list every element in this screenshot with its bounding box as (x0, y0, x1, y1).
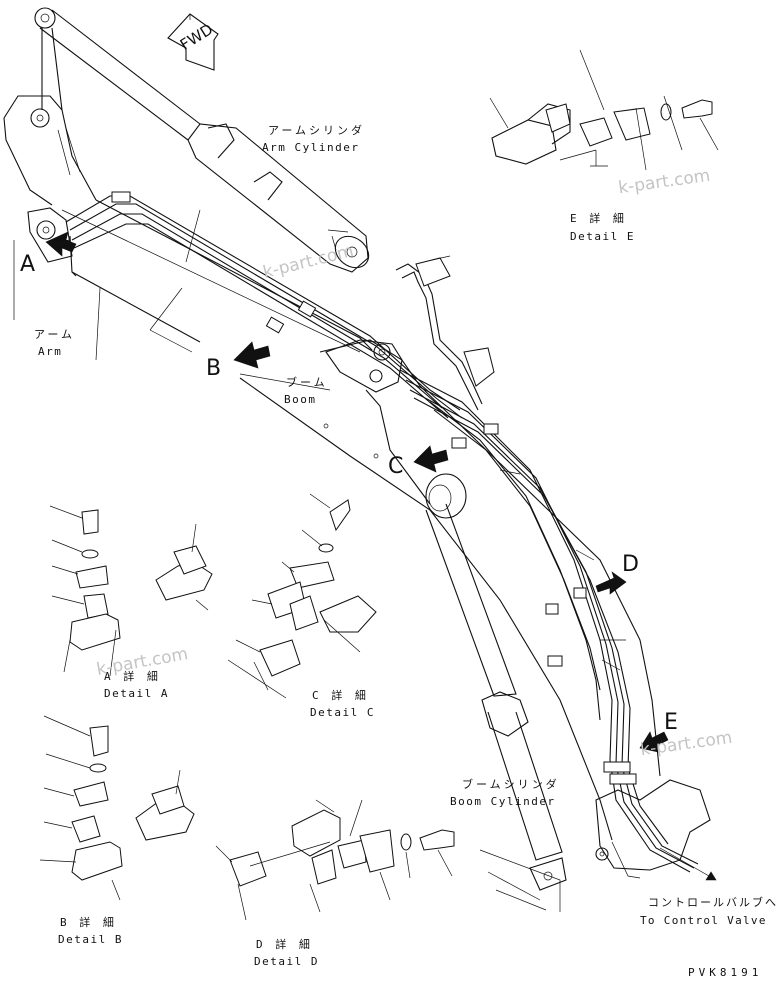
detail-a-drawing (49, 505, 213, 677)
detail-b-drawing (39, 715, 195, 901)
view-arrow-b-icon (233, 341, 271, 369)
detail-a-title-jp: A 詳 細 (104, 670, 161, 683)
detail-d-drawing (215, 799, 455, 921)
arrow-label-a: A (20, 252, 36, 277)
view-arrow-a-icon (45, 231, 77, 257)
fwd-arrow-icon (167, 13, 219, 71)
detail-e-drawing (489, 49, 719, 171)
detail-b-title-en: Detail B (58, 933, 123, 946)
view-arrow-d-icon (595, 571, 627, 595)
boom-hose-lines (395, 255, 699, 873)
control-valve-arrow (659, 847, 717, 881)
boom-label-en: Boom (284, 393, 317, 406)
control-valve-label-en: To Control Valve (640, 914, 767, 927)
detail-a-title-en: Detail A (104, 687, 169, 700)
detail-c-drawing (227, 493, 377, 699)
boom-label-jp: ブーム (286, 376, 328, 389)
detail-d-title-jp: D 詳 細 (256, 938, 313, 951)
detail-e-title-jp: E 詳 細 (570, 212, 627, 225)
arrow-label-b: B (206, 356, 222, 381)
arrow-label-d: D (622, 552, 639, 577)
arm-label-en: Arm (38, 345, 63, 358)
detail-b-title-jp: B 詳 細 (60, 916, 117, 929)
boom-cylinder-label-jp: ブームシリンダ (462, 778, 560, 791)
arm-label-jp: アーム (34, 328, 76, 341)
view-arrow-c-icon (413, 445, 449, 473)
view-arrow-e-icon (639, 731, 669, 753)
arm-hose-lines (65, 191, 463, 419)
arrow-label-c: C (388, 454, 404, 479)
control-valve-label-jp: コントロールバルブへ (648, 896, 777, 909)
arm-cylinder-label-jp: アームシリンダ (268, 124, 366, 137)
detail-c-title-jp: C 詳 細 (312, 689, 369, 702)
detail-c-title-en: Detail C (310, 706, 375, 719)
detail-d-title-en: Detail D (254, 955, 319, 968)
arm-cylinder-drawing (187, 123, 370, 273)
boom-drawing (239, 339, 711, 912)
detail-e-title-en: Detail E (570, 230, 635, 243)
drawing-code: PVK8191 (688, 966, 763, 979)
arrow-label-e: E (664, 710, 678, 735)
arm-cylinder-label-en: Arm Cylinder (262, 141, 360, 154)
arm-drawing (3, 7, 373, 353)
boom-cylinder-label-en: Boom Cylinder (450, 795, 556, 808)
